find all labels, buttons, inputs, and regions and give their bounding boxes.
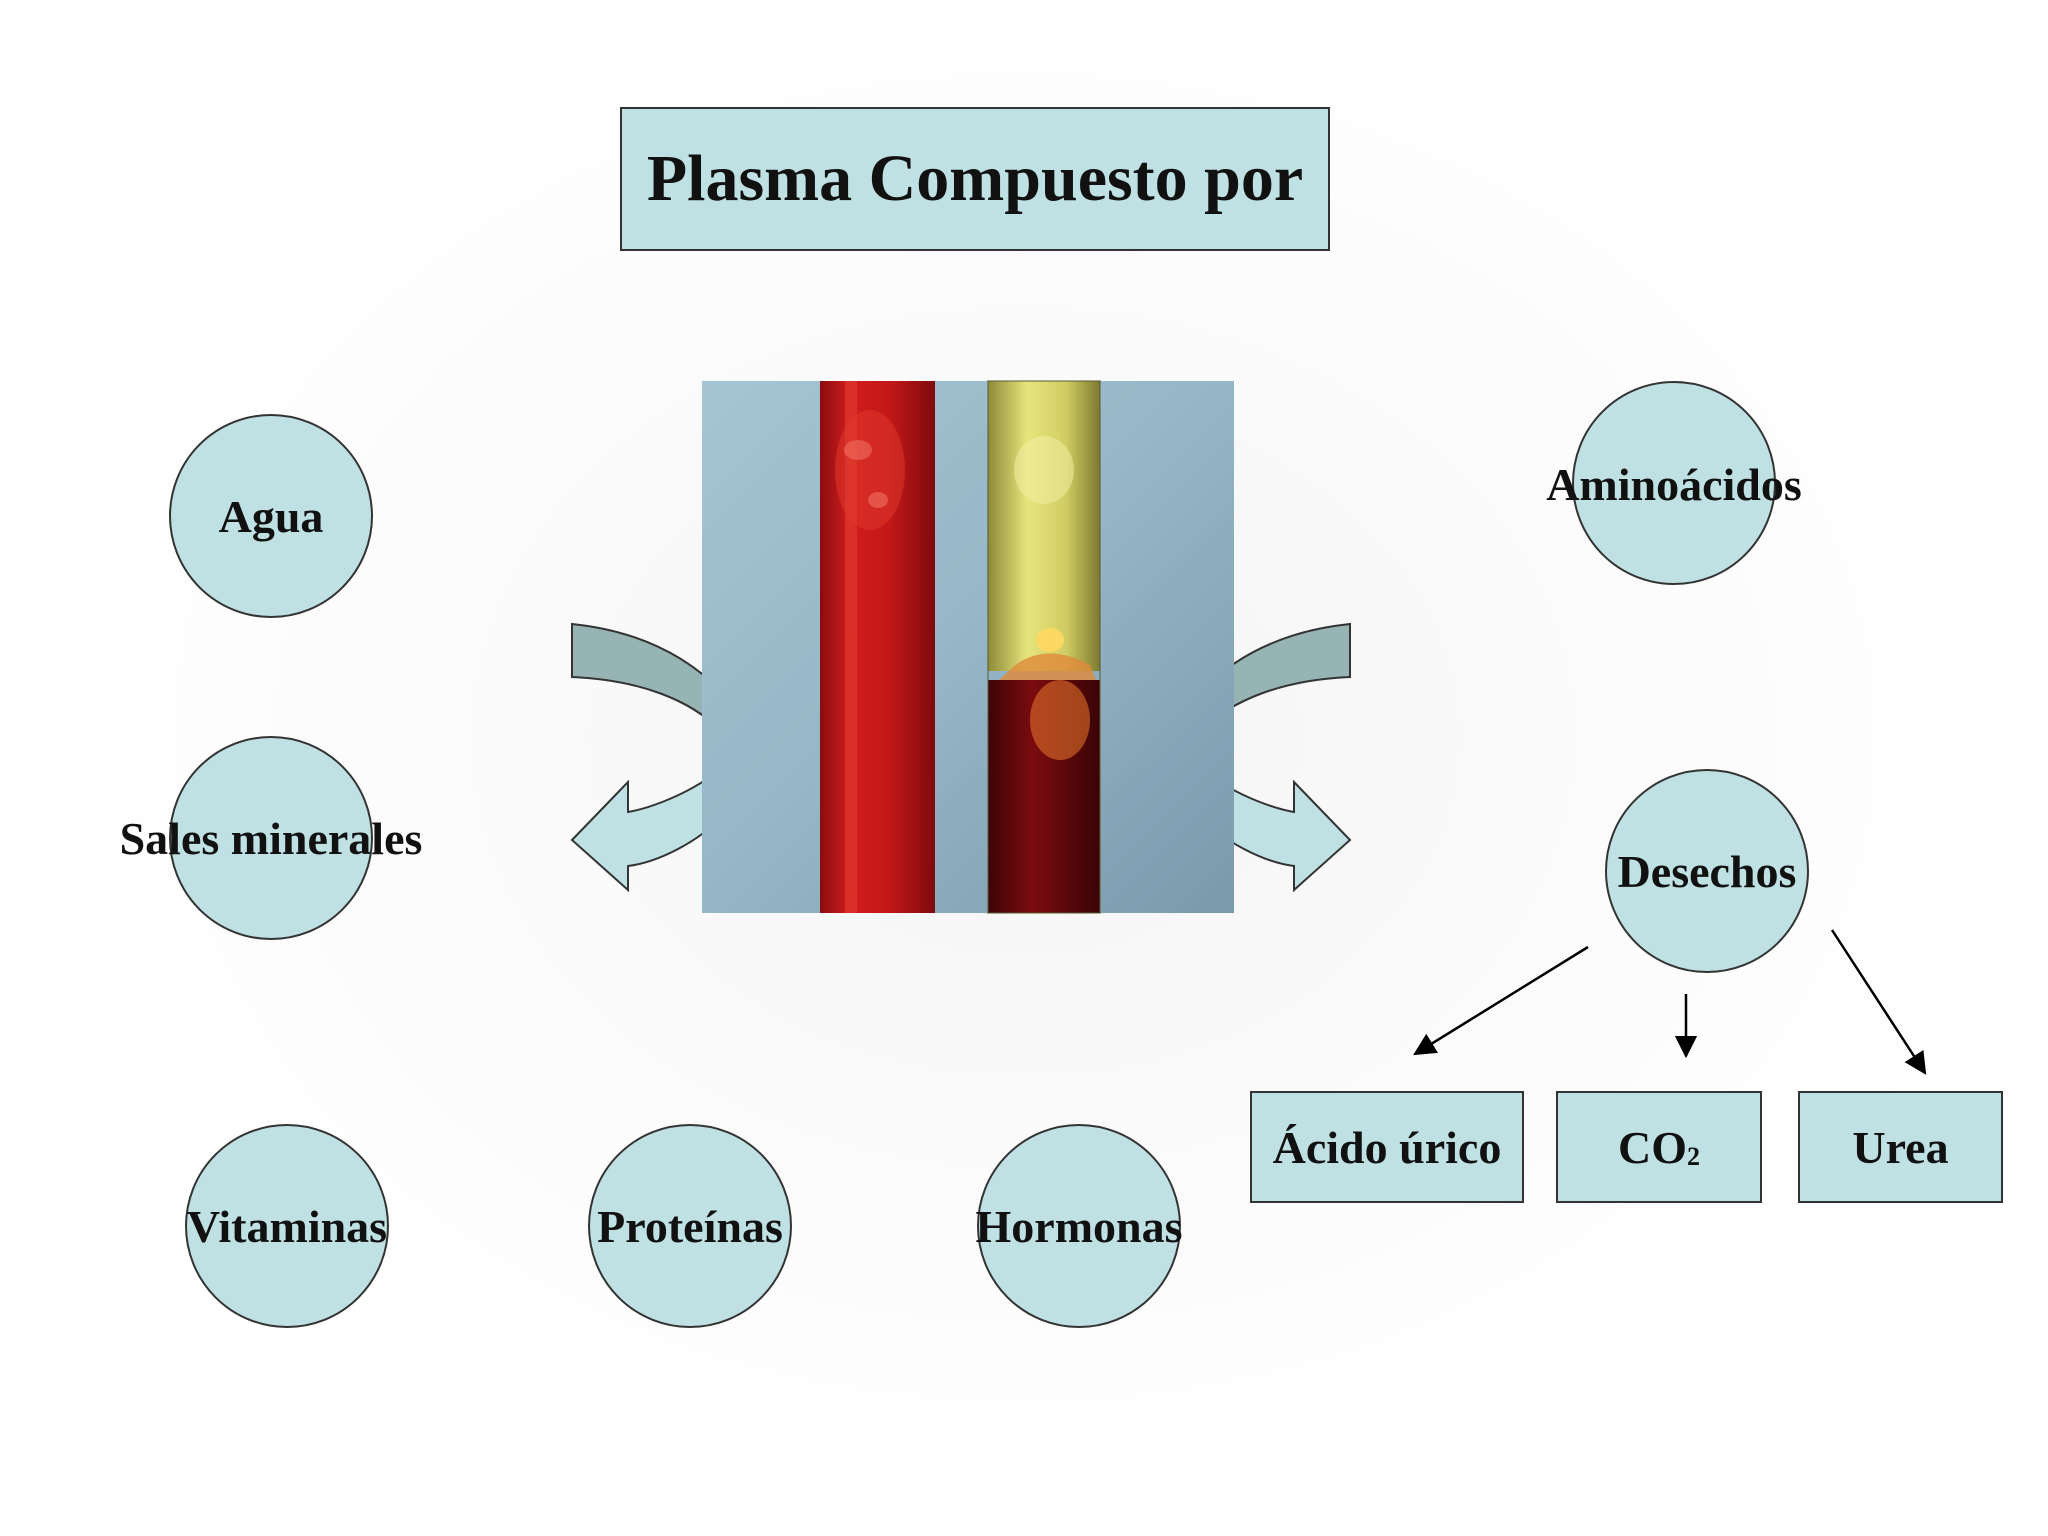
proteinas-circle [588,1124,792,1328]
proteinas-label: Proteínas [597,1200,783,1252]
sales-minerales-label: Sales minerales [119,812,423,864]
agua-circle [169,414,373,618]
hormonas-circle [977,1124,1181,1328]
title-box: Plasma Compuesto por [620,107,1330,251]
acido-urico-label: Ácido úrico [1272,1121,1502,1173]
co2-label: CO2 [1618,1121,1700,1174]
agua-label: Agua [218,490,324,542]
aminoacidos-circle [1572,381,1776,585]
urea-box: Urea [1798,1091,2003,1203]
desechos-label: Desechos [1617,845,1797,897]
hormonas-label: Hormonas [975,1200,1183,1252]
co2-label-subscript: 2 [1687,1141,1700,1171]
co2-box: CO2 [1556,1091,1762,1203]
sales-minerales-circle [169,736,373,940]
desechos-circle [1605,769,1809,973]
co2-label-main: CO [1618,1121,1687,1173]
urea-label: Urea [1852,1121,1949,1173]
aminoacidos-label: Aminoácidos [1546,458,1802,510]
arrow-to-urea [1830,929,1927,1075]
acido-urico-box: Ácido úrico [1250,1091,1524,1203]
blood-test-tubes-photo [702,380,1234,914]
left-curved-arrow [570,622,721,893]
arrow-to-acido-urico [1413,945,1589,1056]
vitaminas-label: Vitaminas [186,1200,388,1252]
title-text: Plasma Compuesto por [646,142,1304,215]
vitaminas-circle [185,1124,389,1328]
